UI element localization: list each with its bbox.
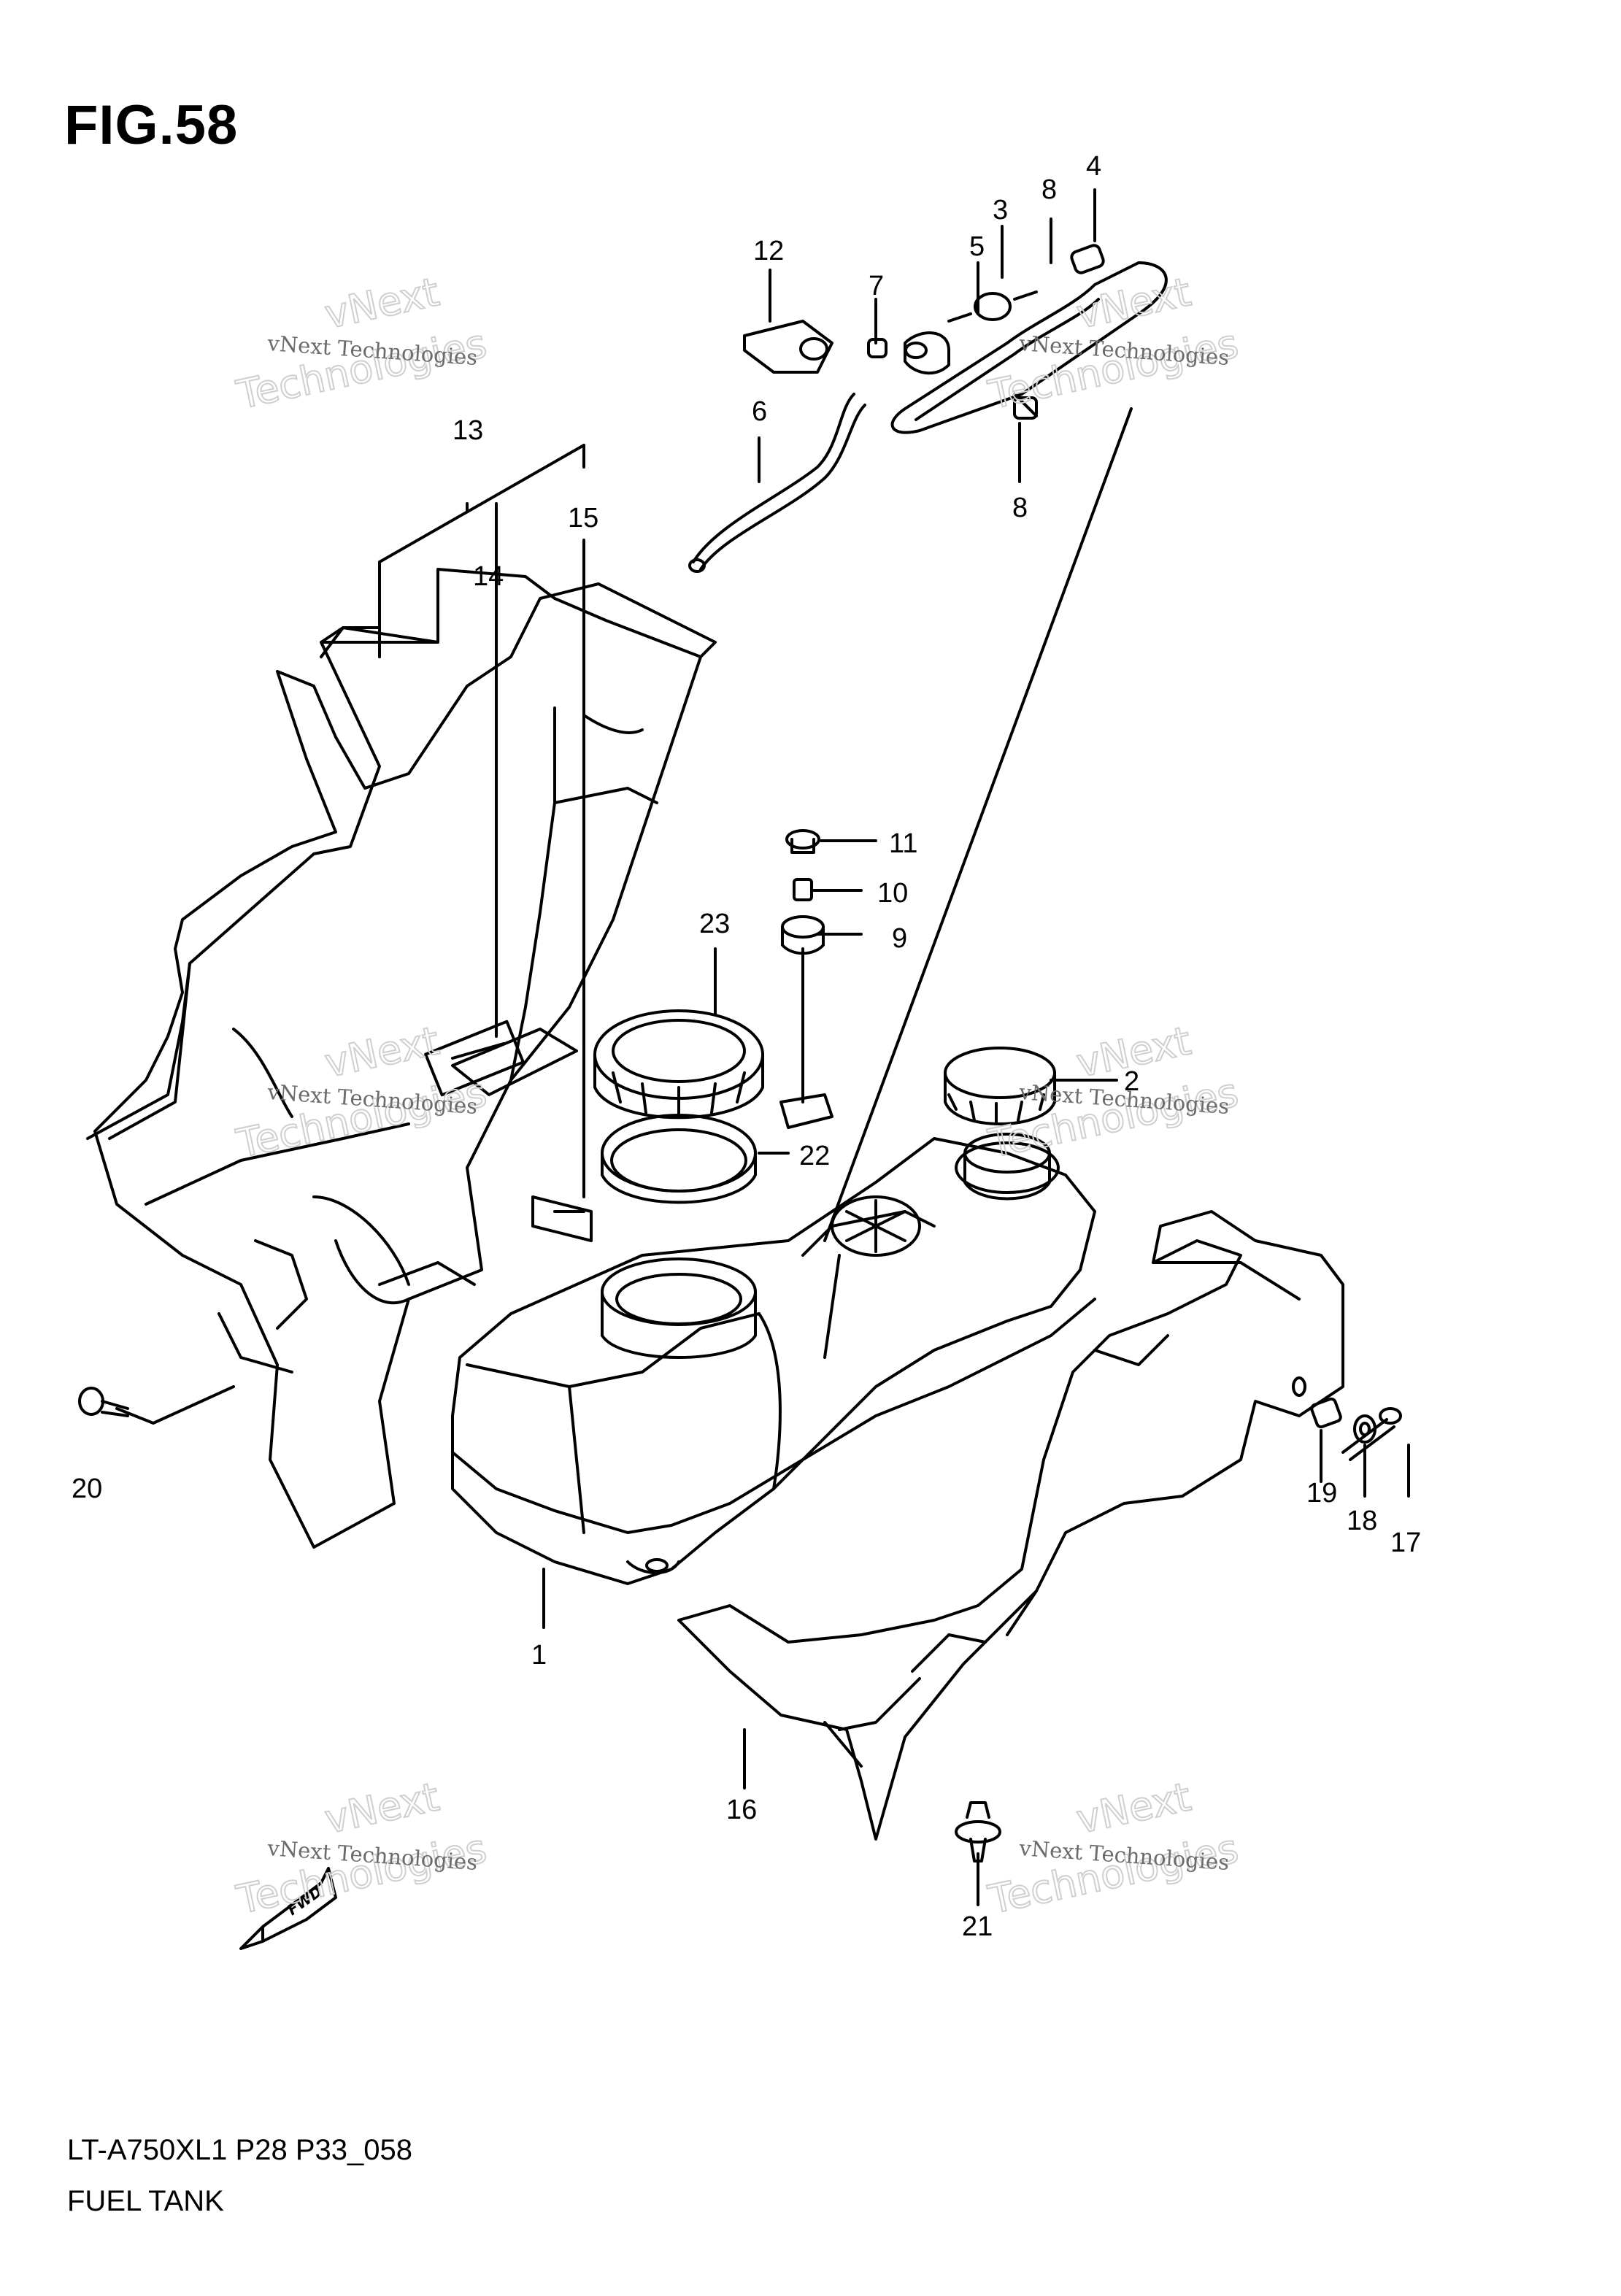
callout-5: 5 [969,231,985,262]
bolt-17-drawing [1341,1407,1402,1461]
watermark-big-vnext: vNext [1073,269,1195,337]
callout-11: 11 [889,828,917,859]
watermark-big-vnext: vNext [321,269,443,337]
bracket-12-drawing [743,320,833,374]
watermark-big-vnext: vNext [1073,1773,1195,1842]
right-cover-drawing [677,1210,1344,1841]
check-valve-drawing [947,290,1038,323]
callout-20: 20 [72,1473,102,1504]
watermark-big-vnext: vNext [321,1773,443,1842]
figure-title: FIG.58 [64,94,239,156]
washer-18-drawing [1353,1414,1376,1444]
diagram-caption: FUEL TANK [67,2185,224,2217]
callout-23: 23 [699,909,730,939]
callout-3: 3 [993,195,1008,226]
left-guard-drawing [86,568,717,1549]
callout-15: 15 [568,503,598,533]
callout-10: 10 [877,878,908,909]
callout-6: 6 [752,396,767,427]
callout-8-upper: 8 [1041,174,1057,205]
callout-14: 14 [473,561,504,592]
fuel-cap-drawing [944,1047,1056,1125]
pad-14-drawing [451,1028,578,1096]
callout-13: 13 [453,415,483,446]
model-code: LT-A750XL1 P28 P33_058 [67,2134,412,2166]
callout-4: 4 [1086,151,1101,182]
forward-arrow-drawing [239,1867,337,1950]
leader-lines [115,188,1410,1906]
clamp-7-drawing [867,338,887,358]
callout-labels: 1 2 3 4 5 6 7 8 8 9 10 11 12 13 14 15 16… [72,151,1421,1942]
clip-21-drawing [955,1801,1001,1862]
callout-12: 12 [753,236,784,266]
callout-1: 1 [531,1640,547,1671]
callout-8-lower: 8 [1012,493,1028,523]
callout-17: 17 [1390,1528,1421,1558]
vent-hose-drawing [688,244,1168,573]
lock-ring-drawing [593,1009,764,1204]
callout-22: 22 [799,1141,830,1171]
collar-19-drawing [1310,1397,1342,1429]
hose-joint-drawing [904,331,950,375]
fuel-tank-drawing [451,1137,1096,1585]
callout-2: 2 [1124,1066,1139,1097]
callout-16: 16 [726,1795,757,1825]
callout-7: 7 [869,271,884,301]
bolt-20-drawing [78,1387,129,1417]
callout-21: 21 [962,1911,993,1942]
tank-filler-neck-drawing [601,1133,1060,1359]
watermark-big-vnext: vNext [321,1017,443,1086]
callout-19: 19 [1306,1478,1337,1509]
callout-9: 9 [892,923,907,954]
callout-18: 18 [1347,1506,1377,1536]
mount-hardware-drawing [779,829,833,1129]
pad-15-drawing [531,1195,593,1242]
